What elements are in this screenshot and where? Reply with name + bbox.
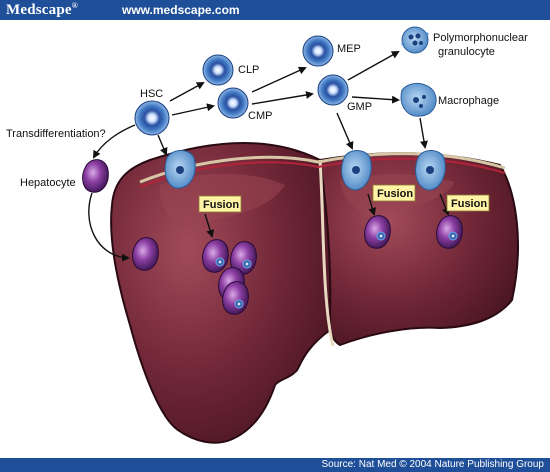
label-hsc: HSC [140,88,163,100]
hepatocyte-icon [364,215,391,249]
arrow-hsc-to-liver [157,134,168,156]
site-url[interactable]: www.medscape.com [122,3,240,17]
arrow-cmp-to-gmp [251,91,314,105]
stem-cell-icon [217,87,249,119]
label-pmn-line1: Polymorphonuclear [433,32,528,44]
granulocyte-icon [401,26,429,54]
fusion-box [198,195,242,213]
liver-illustration [110,142,519,444]
falciform-ligament [318,159,335,347]
label-transdifferentiation: Transdifferentiation? [6,128,106,140]
arrow-macrophage-to-liver [419,117,428,149]
liver-capsule-rim [139,157,506,188]
stem-cell-icon [134,100,170,136]
label-mep: MEP [337,43,361,55]
liver-capsule-rim [139,152,506,184]
label-clp: CLP [238,64,259,76]
cell-labels: HSC CLP CMP MEP GMP Polymorphonuclear gr… [6,32,528,189]
brand-logo[interactable]: Medscape® [6,1,78,18]
fusion-label: Fusion [203,199,239,211]
arrow-hepatocyte-to-liver [88,192,130,262]
arrow-gmp-to-macrophage [351,95,400,104]
label-gmp: GMP [347,101,372,113]
label-cmp: CMP [248,110,272,122]
arrow-hsc-to-clp [169,82,205,102]
label-hepatocyte: Hepatocyte [20,177,76,189]
stem-cell-icon [202,54,234,86]
fusion-box [372,184,416,202]
liver-macrophages [164,150,446,191]
arrow-hsc-to-cmp [171,103,215,116]
stem-cell-icon [302,35,334,67]
fusion-boxes: Fusion Fusion Fusion [198,184,490,213]
hepatocyte-icon [202,239,229,273]
arrow-fusion-1 [204,213,214,238]
arrow-fusion-2 [367,193,377,216]
arrow-gmp-to-pmn [347,51,400,81]
header-bar: Medscape® www.medscape.com [0,0,550,20]
footer-bar: Source: Nat Med © 2004 Nature Publishing… [0,458,550,472]
lineage-arrows [88,51,450,262]
label-macrophage: Macrophage [438,95,499,107]
hepatocyte-icon [436,215,463,249]
label-pmn-line2: granulocyte [438,46,495,58]
stem-cell-icon [317,74,349,106]
hepatocyte-icon [82,159,109,193]
source-credit: Source: Nat Med © 2004 Nature Publishing… [321,459,545,470]
diagram: Fusion Fusion Fusion HSC CLP CMP MEP GMP… [6,26,528,444]
fusion-box [446,194,490,212]
hepatocyte-icon [132,237,159,271]
arrow-cmp-to-mep [251,66,307,93]
arrow-gmp-to-liver [336,112,354,150]
hepatocytes [82,159,463,315]
macrophage-icon [400,83,437,117]
hepatocyte-icon [222,281,249,315]
fusion-label: Fusion [451,198,487,210]
arrow-transdifferentiation [93,124,136,159]
stem-cells [134,35,349,136]
fusion-label: Fusion [377,188,413,200]
